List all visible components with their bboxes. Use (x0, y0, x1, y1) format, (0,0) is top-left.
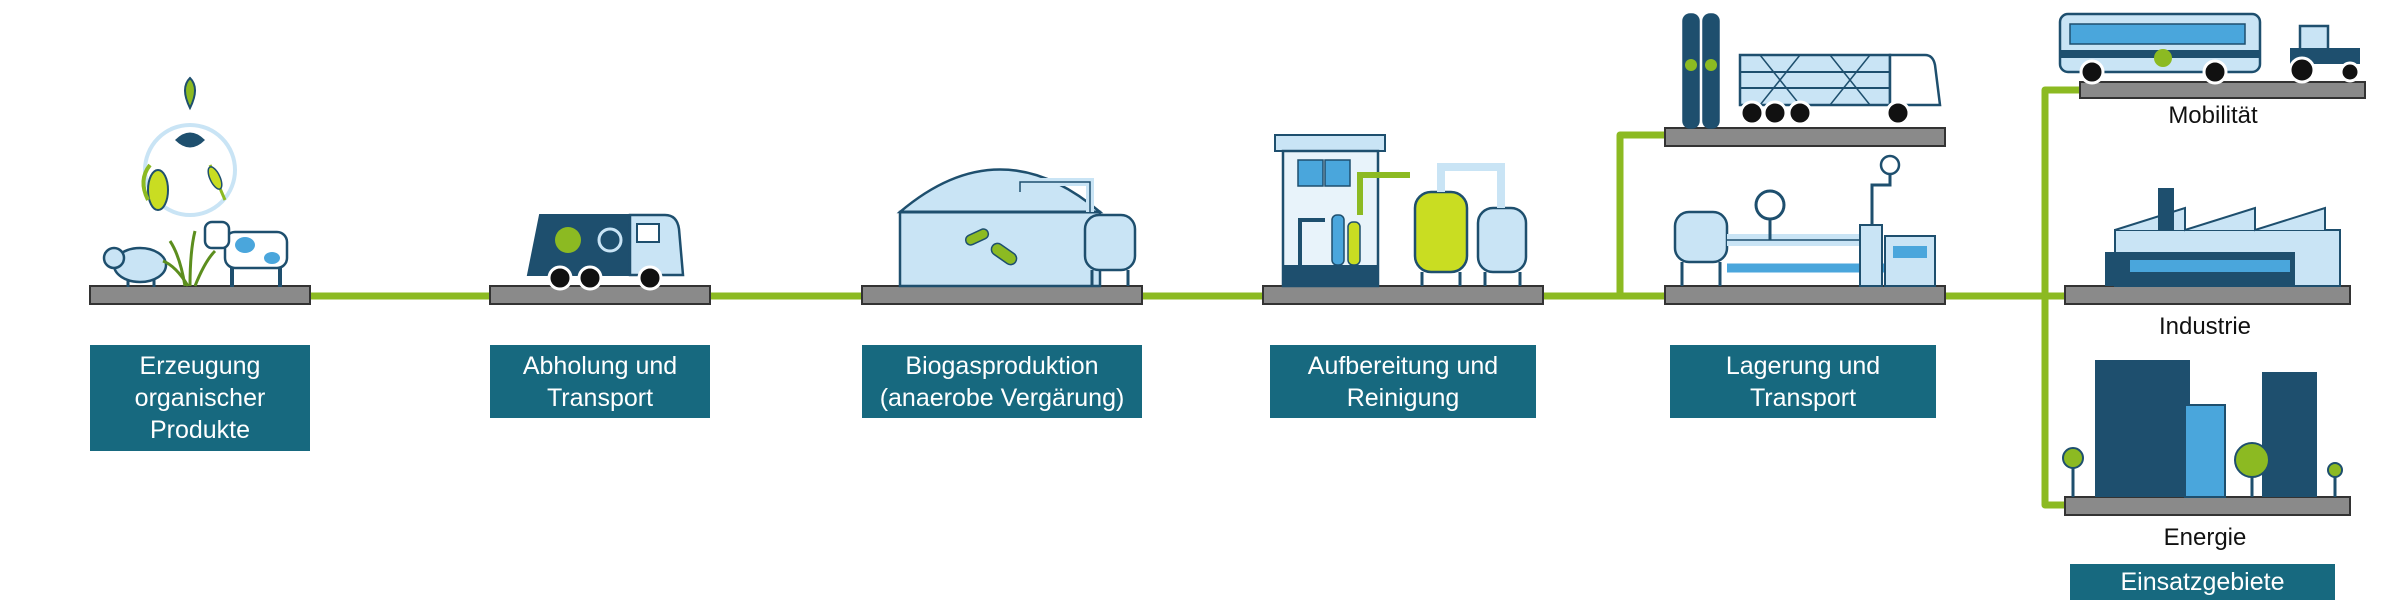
tank-truck-illustration (1738, 53, 1942, 126)
pig-icon (102, 246, 168, 287)
wheel-icon (577, 265, 603, 291)
platform-erzeugung (89, 285, 311, 305)
biogas-plant-illustration (896, 168, 1137, 288)
bacterium-icon (964, 228, 990, 246)
wheel-icon (547, 265, 573, 291)
corn-icon (141, 163, 169, 211)
factory-illustration (2105, 188, 2341, 287)
bacterium-icon (990, 242, 1018, 266)
platform-aufbereitung (1262, 285, 1544, 305)
leaf-icon (175, 76, 205, 148)
wheel-icon (1787, 100, 1813, 126)
platform-abholung (489, 285, 711, 305)
gas-cylinders-illustration (1682, 13, 1720, 129)
stage-label-erzeugung: Erzeugung organischer Produkte (90, 345, 310, 451)
pipeline-branch-storage (1616, 131, 1665, 296)
stage-label-abholung: Abholung und Transport (490, 345, 710, 418)
platform-mobilitaet (2079, 81, 2366, 99)
organic-production-illustration (102, 76, 289, 287)
platform-tank-truck (1664, 127, 1946, 147)
footer-label-einsatzgebiete: Einsatzgebiete (2070, 564, 2335, 600)
purification-plant-illustration (1274, 134, 1528, 288)
grass-icon (162, 230, 217, 287)
use-label-industrie: Industrie (2158, 313, 2252, 340)
cow-icon (203, 220, 289, 287)
wheel-icon (2339, 61, 2361, 83)
wheel-icon (1739, 100, 1765, 126)
leaf-badge-icon (555, 227, 581, 253)
pressure-gauge-icon (1879, 154, 1901, 176)
stage-label-lagerung: Lagerung und Transport (1670, 345, 1936, 418)
garbage-truck-illustration (526, 213, 685, 291)
wheel-icon (1885, 100, 1911, 126)
platform-lagerung (1664, 285, 1946, 305)
use-label-energie: Energie (2163, 524, 2247, 551)
recycle-icon (597, 227, 623, 253)
platform-energie (2064, 496, 2351, 516)
storage-facility-illustration (1673, 154, 1936, 287)
pipeline-branch-mobility (2041, 86, 2080, 300)
tractor-illustration (2288, 24, 2361, 84)
valve-wheel-icon (1754, 189, 1786, 221)
wheel-icon (1762, 100, 1788, 126)
pipeline-branch-energy (2041, 296, 2065, 509)
bus-illustration (2058, 12, 2262, 85)
platform-industrie (2064, 285, 2351, 305)
stage-label-aufbereitung: Aufbereitung und Reinigung (1270, 345, 1536, 418)
wheel-icon (2079, 59, 2105, 85)
platforms (89, 81, 2366, 516)
wheel-icon (2202, 59, 2228, 85)
wheat-icon (207, 164, 227, 201)
use-label-mobilitaet: Mobilität (2168, 102, 2258, 129)
wheel-icon (2288, 56, 2316, 84)
stage-label-biogas: Biogasproduktion (anaerobe Vergärung) (862, 345, 1142, 418)
wheel-icon (637, 265, 663, 291)
city-illustration (2062, 360, 2343, 498)
platform-biogas (861, 285, 1143, 305)
